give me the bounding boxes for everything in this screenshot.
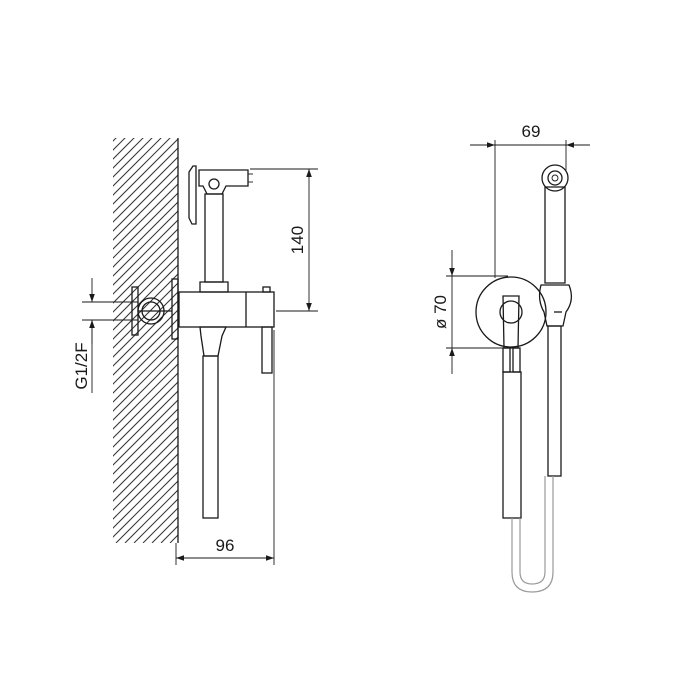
hatch-line [113, 282, 178, 349]
hatch-line [0, 123, 122, 543]
front-hose-left [502, 371, 522, 519]
hatch-line [124, 489, 178, 543]
hatch-line [0, 123, 113, 543]
dimension-thread: G1/2F [72, 278, 138, 393]
dimension-width-label: 96 [216, 536, 235, 555]
hatch-line [113, 435, 178, 502]
hose-outlet [199, 326, 228, 519]
dimension-height: 140 [250, 168, 318, 312]
valve-body [171, 278, 275, 340]
wall-connector [131, 286, 172, 336]
front-holder [538, 284, 573, 327]
hatch-line [113, 444, 178, 511]
front-lever-tip [502, 347, 511, 373]
valve-lever [261, 326, 273, 374]
hatch-line [113, 300, 178, 367]
hatch-line [113, 408, 178, 475]
hatch-line [113, 138, 178, 205]
side-view: 140 96 G1/2F [0, 123, 318, 565]
hatch-line [113, 174, 178, 241]
hatch-line [113, 453, 178, 520]
hatch-line [113, 462, 178, 529]
wall-plate [475, 276, 547, 348]
shower-handle [204, 193, 224, 283]
hatch-line [113, 138, 135, 160]
hatch-line [113, 291, 178, 358]
hatch-line [115, 480, 178, 543]
hatch-line [113, 417, 178, 484]
hatch-line [113, 138, 171, 196]
spray-head [188, 165, 253, 225]
handle-collar [199, 281, 229, 293]
hose-loop [511, 476, 554, 593]
dimension-front-width-label: 69 [522, 122, 541, 141]
hatch-line [113, 156, 178, 223]
front-handle [544, 186, 566, 284]
hatch-line [113, 147, 178, 214]
dimension-width: 96 [175, 330, 275, 565]
hatch-line [113, 471, 178, 538]
hatch-line [113, 327, 178, 394]
dimension-height-label: 140 [288, 226, 307, 254]
valve-knob [499, 300, 523, 324]
dimension-thread-label: G1/2F [72, 342, 91, 389]
hatch-line [113, 309, 178, 376]
dimension-diameter-label: ø 70 [431, 295, 450, 329]
hatch-line [133, 498, 178, 543]
hatch-line [113, 165, 178, 232]
front-view: 69 ø 70 [431, 122, 590, 593]
dimension-front-width: 69 [470, 122, 590, 278]
hatch-line [113, 138, 117, 142]
hatch-line [113, 354, 178, 421]
hatch-line [113, 192, 178, 259]
hatch-line [113, 246, 178, 313]
front-spray-head [541, 164, 569, 192]
hatch-line [113, 426, 178, 493]
front-hose-right [547, 325, 562, 477]
hatch-line [113, 273, 178, 340]
hatch-line [113, 183, 178, 250]
wall-hatching [0, 123, 178, 543]
dimension-diameter: ø 70 [431, 250, 508, 374]
hatch-line [151, 516, 178, 543]
hatch-line [142, 507, 178, 543]
hatch-line [113, 138, 153, 178]
hatch-line [113, 318, 178, 385]
